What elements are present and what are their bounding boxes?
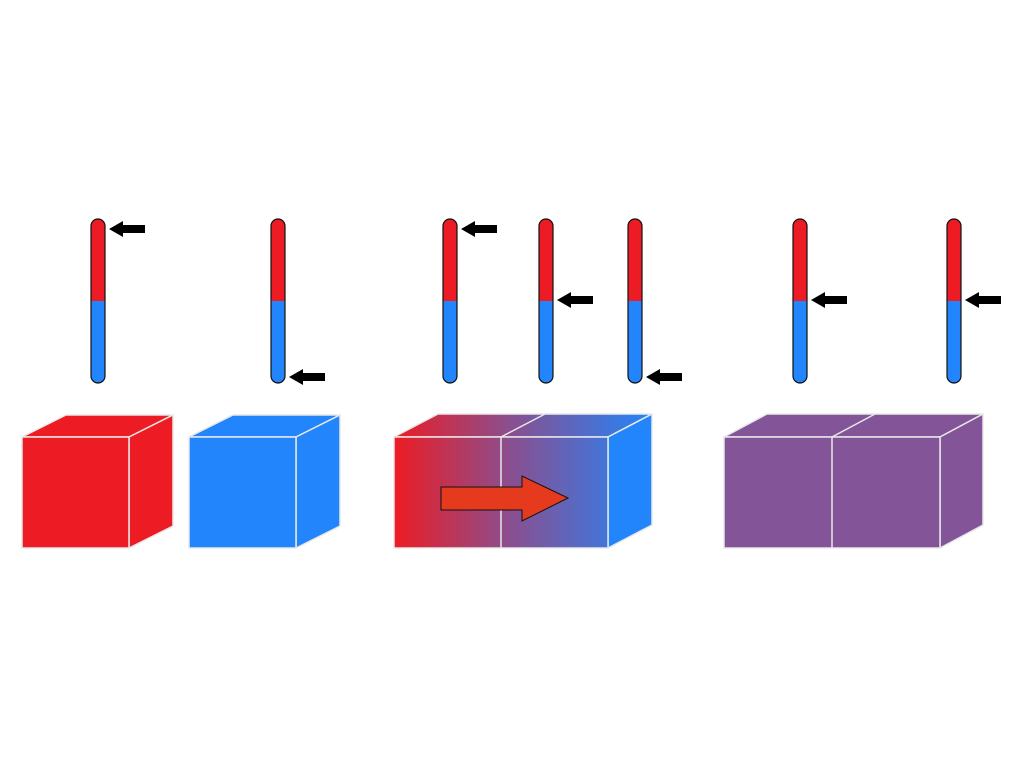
thermometer (90, 218, 145, 384)
thermometer (792, 218, 847, 384)
block-side-face (295, 413, 341, 550)
reading-pointer-arrow-icon (811, 292, 847, 308)
reading-pointer-arrow-icon (646, 369, 682, 385)
thermometer-cold-fill (91, 301, 105, 383)
thermometer-cold-fill (271, 301, 285, 383)
reading-pointer-arrow-icon (965, 292, 1001, 308)
thermometer-hot-fill (443, 219, 457, 301)
hot-block (21, 413, 174, 550)
block-side-face (939, 412, 984, 550)
thermometer-outline (627, 218, 643, 384)
thermometer-hot-fill (947, 219, 961, 301)
block-front-face (21, 436, 130, 549)
thermometer-hot-fill (91, 219, 105, 301)
block-side-face (128, 413, 174, 550)
thermometer (627, 218, 682, 385)
block-divider (500, 413, 546, 438)
reading-pointer-arrow-icon (557, 292, 593, 308)
thermometer-outline (270, 218, 286, 384)
thermometer-outline (538, 218, 554, 384)
cold-block (188, 413, 341, 550)
thermometer-hot-fill (793, 219, 807, 301)
thermometer-cold-fill (539, 301, 553, 383)
thermometer-cold-fill (443, 301, 457, 383)
block-side-face (607, 412, 653, 550)
thermometer-outline (946, 218, 962, 384)
thermometer-cold-fill (947, 301, 961, 383)
block-front-face (188, 436, 297, 549)
thermometer-hot-fill (271, 219, 285, 301)
thermometer-hot-fill (628, 219, 642, 301)
thermometer (442, 218, 497, 384)
block-divider (831, 413, 876, 438)
equilibrium-block (723, 412, 984, 550)
thermometer (946, 218, 1001, 384)
thermometer-outline (90, 218, 106, 384)
thermometer-cold-fill (628, 301, 642, 383)
thermometer-cold-fill (793, 301, 807, 383)
thermometer (538, 218, 593, 384)
blocks (21, 412, 984, 550)
thermometer-outline (442, 218, 458, 384)
contact-block (393, 412, 653, 550)
heat-flow-arrow-icon (440, 475, 570, 522)
reading-pointer-arrow-icon (289, 369, 325, 385)
thermometer-outline (792, 218, 808, 384)
reading-pointer-arrow-icon (461, 221, 497, 237)
reading-pointer-arrow-icon (109, 221, 145, 237)
thermometer (270, 218, 325, 385)
thermometer-hot-fill (539, 219, 553, 301)
thermometers (90, 218, 1001, 385)
